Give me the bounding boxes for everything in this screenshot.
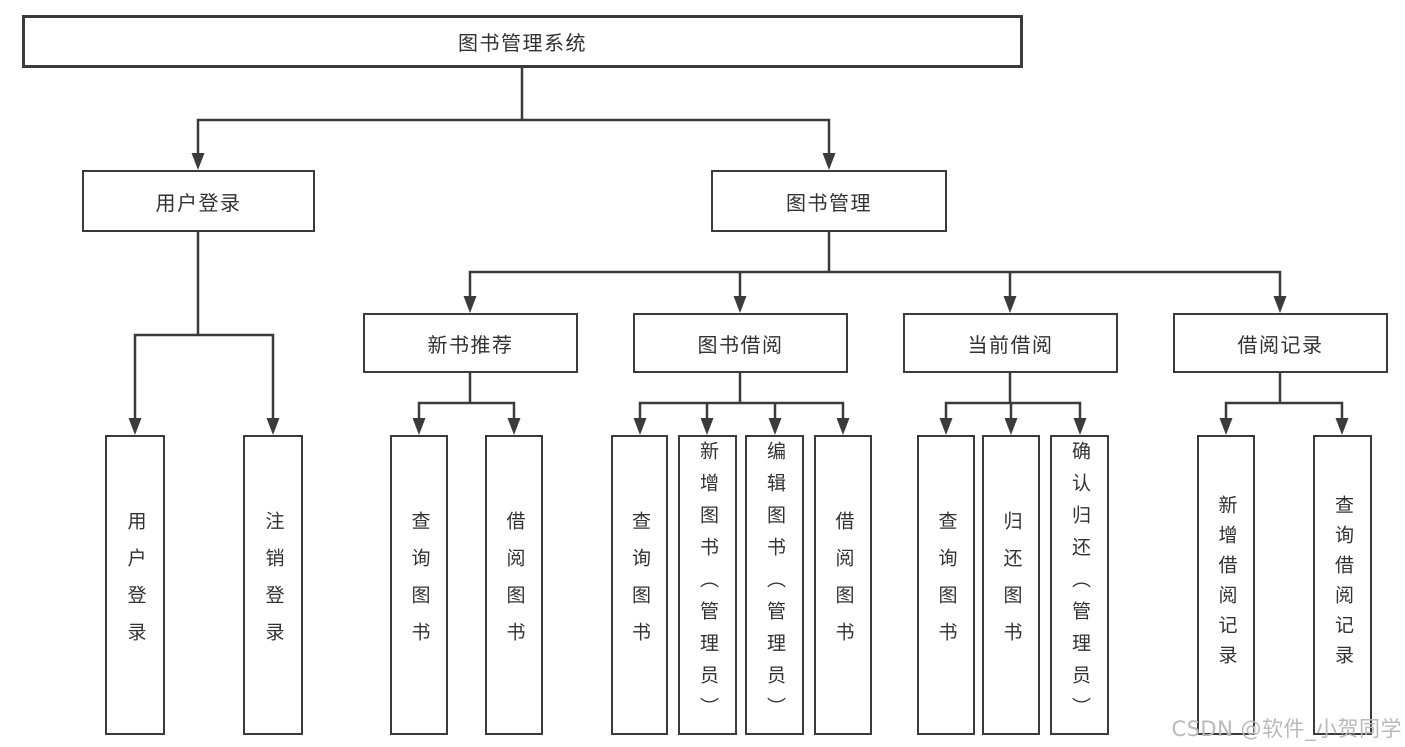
leaf-label: 查询图书 (935, 511, 958, 659)
leaf-logout: 注销登录 (243, 435, 303, 735)
leaf-query-borrow-record: 查询借阅记录 (1313, 435, 1372, 735)
leaf-borrow-books: 借阅图书 (485, 435, 543, 735)
node-user-login: 用户登录 (82, 170, 315, 232)
leaf-add-book-admin: 新增图书（管理员） (678, 435, 737, 735)
leaf-query-books: 查询图书 (917, 435, 975, 735)
leaf-label: 查询图书 (629, 511, 651, 659)
leaf-query-books: 查询图书 (390, 435, 448, 735)
leaf-label: 查询借阅记录 (1332, 495, 1354, 675)
node-new-book-recommend: 新书推荐 (363, 313, 578, 373)
leaf-query-books: 查询图书 (611, 435, 668, 735)
leaf-confirm-return-admin: 确认归还（管理员） (1050, 435, 1109, 735)
leaf-label: 借阅图书 (503, 511, 526, 659)
leaf-label: 用户登录 (124, 511, 147, 659)
node-current-borrowing: 当前借阅 (903, 313, 1118, 373)
leaf-label: 新增图书（管理员） (697, 441, 719, 729)
node-book-management: 图书管理 (711, 170, 947, 232)
node-library-system: 图书管理系统 (22, 15, 1023, 68)
leaf-add-borrow-record: 新增借阅记录 (1197, 435, 1255, 735)
node-book-borrowing: 图书借阅 (633, 313, 848, 373)
leaf-label: 编辑图书（管理员） (764, 441, 786, 729)
arrowheads (128, 153, 1349, 435)
leaf-label: 注销登录 (262, 511, 285, 659)
leaf-label: 归还图书 (1000, 511, 1023, 659)
node-borrowing-records: 借阅记录 (1173, 313, 1388, 373)
leaf-borrow-books: 借阅图书 (814, 435, 872, 735)
leaf-return-books: 归还图书 (982, 435, 1040, 735)
leaf-label: 确认归还（管理员） (1069, 441, 1091, 729)
leaf-user-login: 用户登录 (105, 435, 165, 735)
leaf-edit-book-admin: 编辑图书（管理员） (745, 435, 804, 735)
leaf-label: 借阅图书 (832, 511, 855, 659)
leaf-label: 查询图书 (408, 511, 431, 659)
leaf-label: 新增借阅记录 (1215, 495, 1238, 675)
